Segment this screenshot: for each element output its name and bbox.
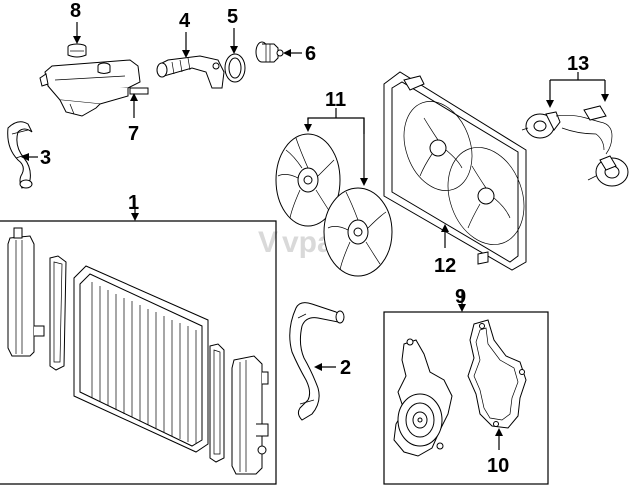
leader-6-arrow [283, 49, 291, 57]
leader-13-arrow-right [601, 94, 609, 102]
leader-11-arrow-right [360, 178, 368, 186]
callout-4: 4 [179, 10, 191, 32]
part-1-radiator-assembly[interactable] [0, 220, 277, 485]
part-10-pump-gasket[interactable] [467, 319, 527, 429]
leader-3-arrow [21, 153, 29, 161]
callout-7: 7 [128, 123, 139, 145]
callout-12: 12 [434, 255, 456, 277]
callout-13: 13 [567, 53, 589, 75]
callout-10: 10 [487, 455, 509, 477]
callout-8: 8 [70, 0, 81, 22]
leader-8-arrow [73, 36, 81, 44]
watermark-mark: V [258, 226, 278, 259]
part-8-reservoir-cap[interactable] [67, 43, 87, 58]
leader-11 [307, 117, 365, 134]
leader-13-arrow-left [546, 100, 554, 108]
leader-1-arrow [131, 213, 139, 221]
part-7-reservoir-tank[interactable] [39, 59, 149, 117]
callout-6: 6 [305, 43, 316, 65]
leader-12-arrow [441, 224, 449, 232]
part-2-lower-hose[interactable] [289, 302, 345, 421]
part-12-fan-shroud[interactable] [383, 71, 537, 271]
callout-2: 2 [340, 357, 351, 379]
leader-11-arrow-left [304, 124, 312, 132]
part-3-upper-hose[interactable] [7, 121, 33, 189]
leader-4-arrow [182, 50, 190, 58]
part-5-gasket[interactable] [224, 53, 246, 83]
leader-9-arrow [458, 304, 466, 312]
part-11-cooling-fans[interactable] [275, 133, 393, 277]
callout-3: 3 [40, 147, 51, 169]
callout-5: 5 [227, 6, 238, 28]
part-9-water-pump-assembly[interactable] [383, 311, 549, 485]
leader-10-arrow [495, 428, 503, 436]
part-13-fan-motors[interactable] [521, 105, 629, 187]
leader-5-arrow [230, 46, 238, 54]
callout-9: 9 [455, 286, 466, 308]
part-4-water-inlet[interactable] [156, 55, 225, 89]
part-6-thermostat[interactable] [255, 41, 284, 63]
callout-11: 11 [325, 89, 346, 111]
leader-2-arrow [314, 363, 322, 371]
callout-1: 1 [128, 192, 139, 214]
leader-7-arrow [130, 93, 138, 101]
